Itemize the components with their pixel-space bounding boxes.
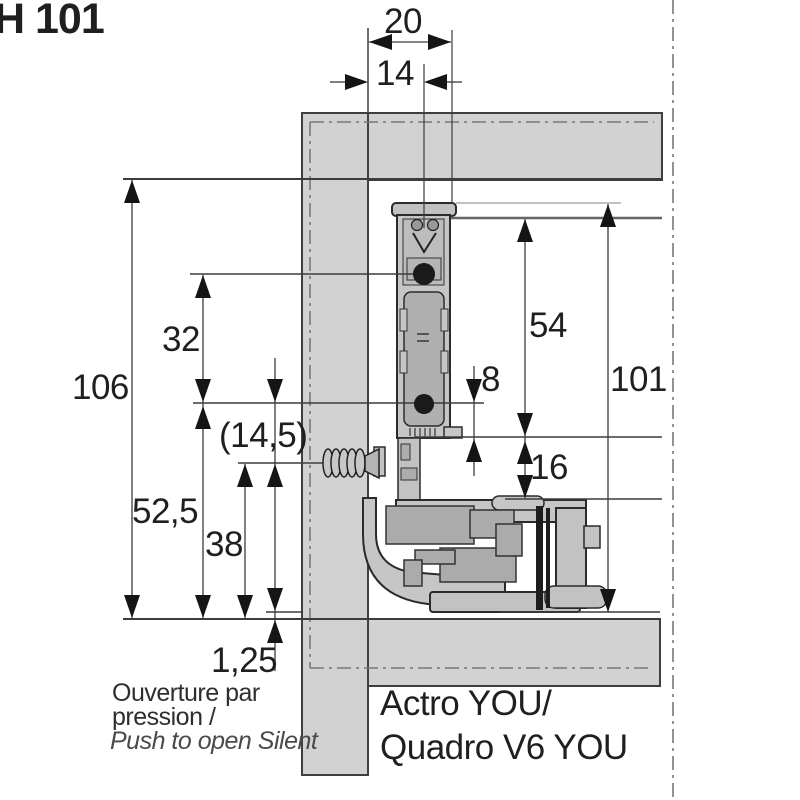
- rail-clip: [399, 308, 408, 332]
- dim-label-1-25: 1,25: [211, 641, 278, 680]
- runner-block: [403, 559, 423, 587]
- arrow-down: [237, 595, 253, 618]
- dim-label-52-5: 52,5: [132, 492, 199, 531]
- rail-lower-detail: [400, 467, 418, 481]
- dim-label-14-5: (14,5): [219, 416, 308, 455]
- reference-lines: [123, 28, 662, 620]
- dimension-lines: [131, 41, 609, 671]
- rail-teeth: [409, 428, 436, 436]
- arrow-down: [195, 595, 211, 618]
- arrow-right: [345, 74, 368, 90]
- arrow-down: [517, 475, 533, 498]
- arrow-down: [267, 379, 283, 402]
- arrow-up: [124, 180, 140, 203]
- damper-bar: [536, 506, 543, 610]
- arrow-down: [195, 379, 211, 402]
- dim-label-38: 38: [205, 525, 243, 564]
- note-french-line2: pression /: [112, 703, 216, 731]
- rail-spring-clip: [412, 232, 437, 254]
- product-name-line2: Quadro V6 YOU: [380, 728, 628, 767]
- screw-thread: [354, 448, 366, 478]
- rail-mounting-hole-upper: [413, 263, 435, 285]
- dim-label-14: 14: [376, 54, 414, 93]
- note-english: Push to open Silent: [110, 727, 318, 755]
- arrow-down: [267, 588, 283, 611]
- arrow-up: [517, 441, 533, 464]
- arrow-down: [517, 413, 533, 436]
- arrow-up: [600, 204, 616, 227]
- arrow-up: [195, 406, 211, 429]
- dim-label-101: 101: [610, 360, 667, 399]
- drawer-bottom-panel: [367, 618, 661, 687]
- centerlines: [309, 0, 674, 800]
- rail-assembly: [373, 202, 463, 507]
- arrow-up: [466, 439, 482, 462]
- cabinet-side-panel: [301, 112, 369, 776]
- arrow-left: [424, 74, 447, 90]
- arrow-left: [369, 34, 392, 50]
- dim-label-54: 54: [529, 306, 567, 345]
- rail-clip: [440, 350, 449, 374]
- product-name-line1: Actro YOU/: [380, 684, 552, 723]
- dimension-arrows: [124, 34, 616, 643]
- rail-screw-right: [426, 218, 440, 232]
- arrow-up: [267, 464, 283, 487]
- dim-label-16: 16: [530, 448, 568, 487]
- runner-block: [385, 505, 475, 545]
- runner-block: [495, 523, 523, 557]
- dim-label-20: 20: [384, 2, 422, 41]
- rail-screw-left: [410, 218, 424, 232]
- arrow-down: [600, 589, 616, 612]
- rail-lower-detail: [400, 443, 411, 461]
- arrow-up: [195, 275, 211, 298]
- arrow-up: [267, 620, 283, 643]
- screw-head: [364, 447, 380, 480]
- arrow-up: [517, 219, 533, 242]
- dim-label-32: 32: [162, 320, 200, 359]
- dim-label-106: 106: [72, 368, 129, 407]
- page-title: H 101: [0, 0, 105, 43]
- arrow-right: [428, 34, 451, 50]
- rail-clip: [440, 308, 449, 332]
- runner-block: [414, 549, 456, 565]
- arrow-up: [237, 464, 253, 487]
- mounting-screw: [238, 447, 380, 480]
- runner-right-tab: [583, 525, 601, 549]
- rail-mounting-hole-lower: [414, 394, 434, 414]
- note-french-line1: Ouverture par: [112, 679, 260, 707]
- arrow-down: [466, 379, 482, 402]
- dim-label-8: 8: [481, 360, 500, 399]
- damper-bar: [546, 508, 550, 608]
- rail-bottom-lip: [443, 426, 463, 439]
- rail-clip: [399, 350, 408, 374]
- runner-foot: [544, 585, 608, 609]
- arrow-down: [124, 595, 140, 618]
- runner-mechanism: [362, 495, 608, 613]
